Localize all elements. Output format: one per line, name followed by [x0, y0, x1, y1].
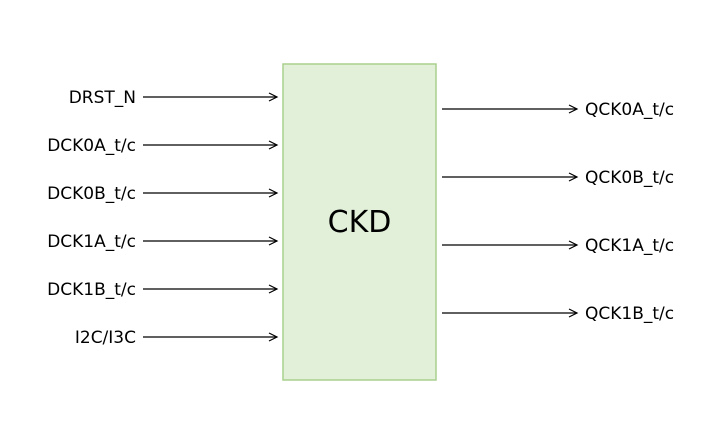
output-qck1b-t-c-arrow-head — [568, 308, 579, 318]
output-qck0b-t-c-label: QCK0B_t/c — [585, 168, 674, 188]
input-dck1a-t-c-label: DCK1A_t/c — [47, 232, 136, 252]
output-qck0a-t-c-arrow-head — [568, 104, 579, 114]
output-qck0b-t-c-arrow-head — [568, 172, 579, 182]
input-dck0b-t-c: DCK0B_t/c — [47, 184, 279, 204]
input-dck1b-t-c: DCK1B_t/c — [47, 280, 279, 300]
input-dck0b-t-c-arrow-head — [268, 188, 279, 198]
input-drst-n-arrow-head — [268, 92, 279, 102]
input-signals: DRST_N DCK0A_t/cDCK0B_t/cDCK1A_t/cDCK1B_t… — [47, 88, 279, 348]
input-dck0a-t-c-arrow-head — [268, 140, 279, 150]
input-i2c-i3c-arrow-head — [268, 332, 279, 342]
ckd-block-group: CKD — [282, 63, 437, 381]
output-qck1b-t-c: QCK1B_t/c — [442, 304, 674, 324]
output-qck1b-t-c-label: QCK1B_t/c — [585, 304, 674, 324]
input-drst-n-label: DRST_N — [69, 88, 136, 108]
input-i2c-i3c-label: I2C/I3C — [75, 328, 136, 348]
ckd-block — [282, 63, 437, 381]
output-qck1a-t-c-label: QCK1A_t/c — [585, 236, 674, 256]
output-qck1a-t-c-arrow-head — [568, 240, 579, 250]
input-dck1a-t-c-arrow-head — [268, 236, 279, 246]
input-dck1b-t-c-arrow-head — [268, 284, 279, 294]
input-dck1b-t-c-label: DCK1B_t/c — [47, 280, 136, 300]
input-i2c-i3c: I2C/I3C — [75, 328, 279, 348]
input-dck0b-t-c-label: DCK0B_t/c — [47, 184, 136, 204]
output-qck0a-t-c-label: QCK0A_t/c — [585, 100, 674, 120]
output-qck0b-t-c: QCK0B_t/c — [442, 168, 674, 188]
output-qck1a-t-c: QCK1A_t/c — [442, 236, 674, 256]
input-dck1a-t-c: DCK1A_t/c — [47, 232, 279, 252]
input-dck0a-t-c: DCK0A_t/c — [47, 136, 279, 156]
input-dck0a-t-c-label: DCK0A_t/c — [47, 136, 136, 156]
ckd-block-label: CKD — [328, 205, 392, 240]
output-qck0a-t-c: QCK0A_t/c — [442, 100, 674, 120]
input-drst-n: DRST_N — [69, 88, 279, 108]
